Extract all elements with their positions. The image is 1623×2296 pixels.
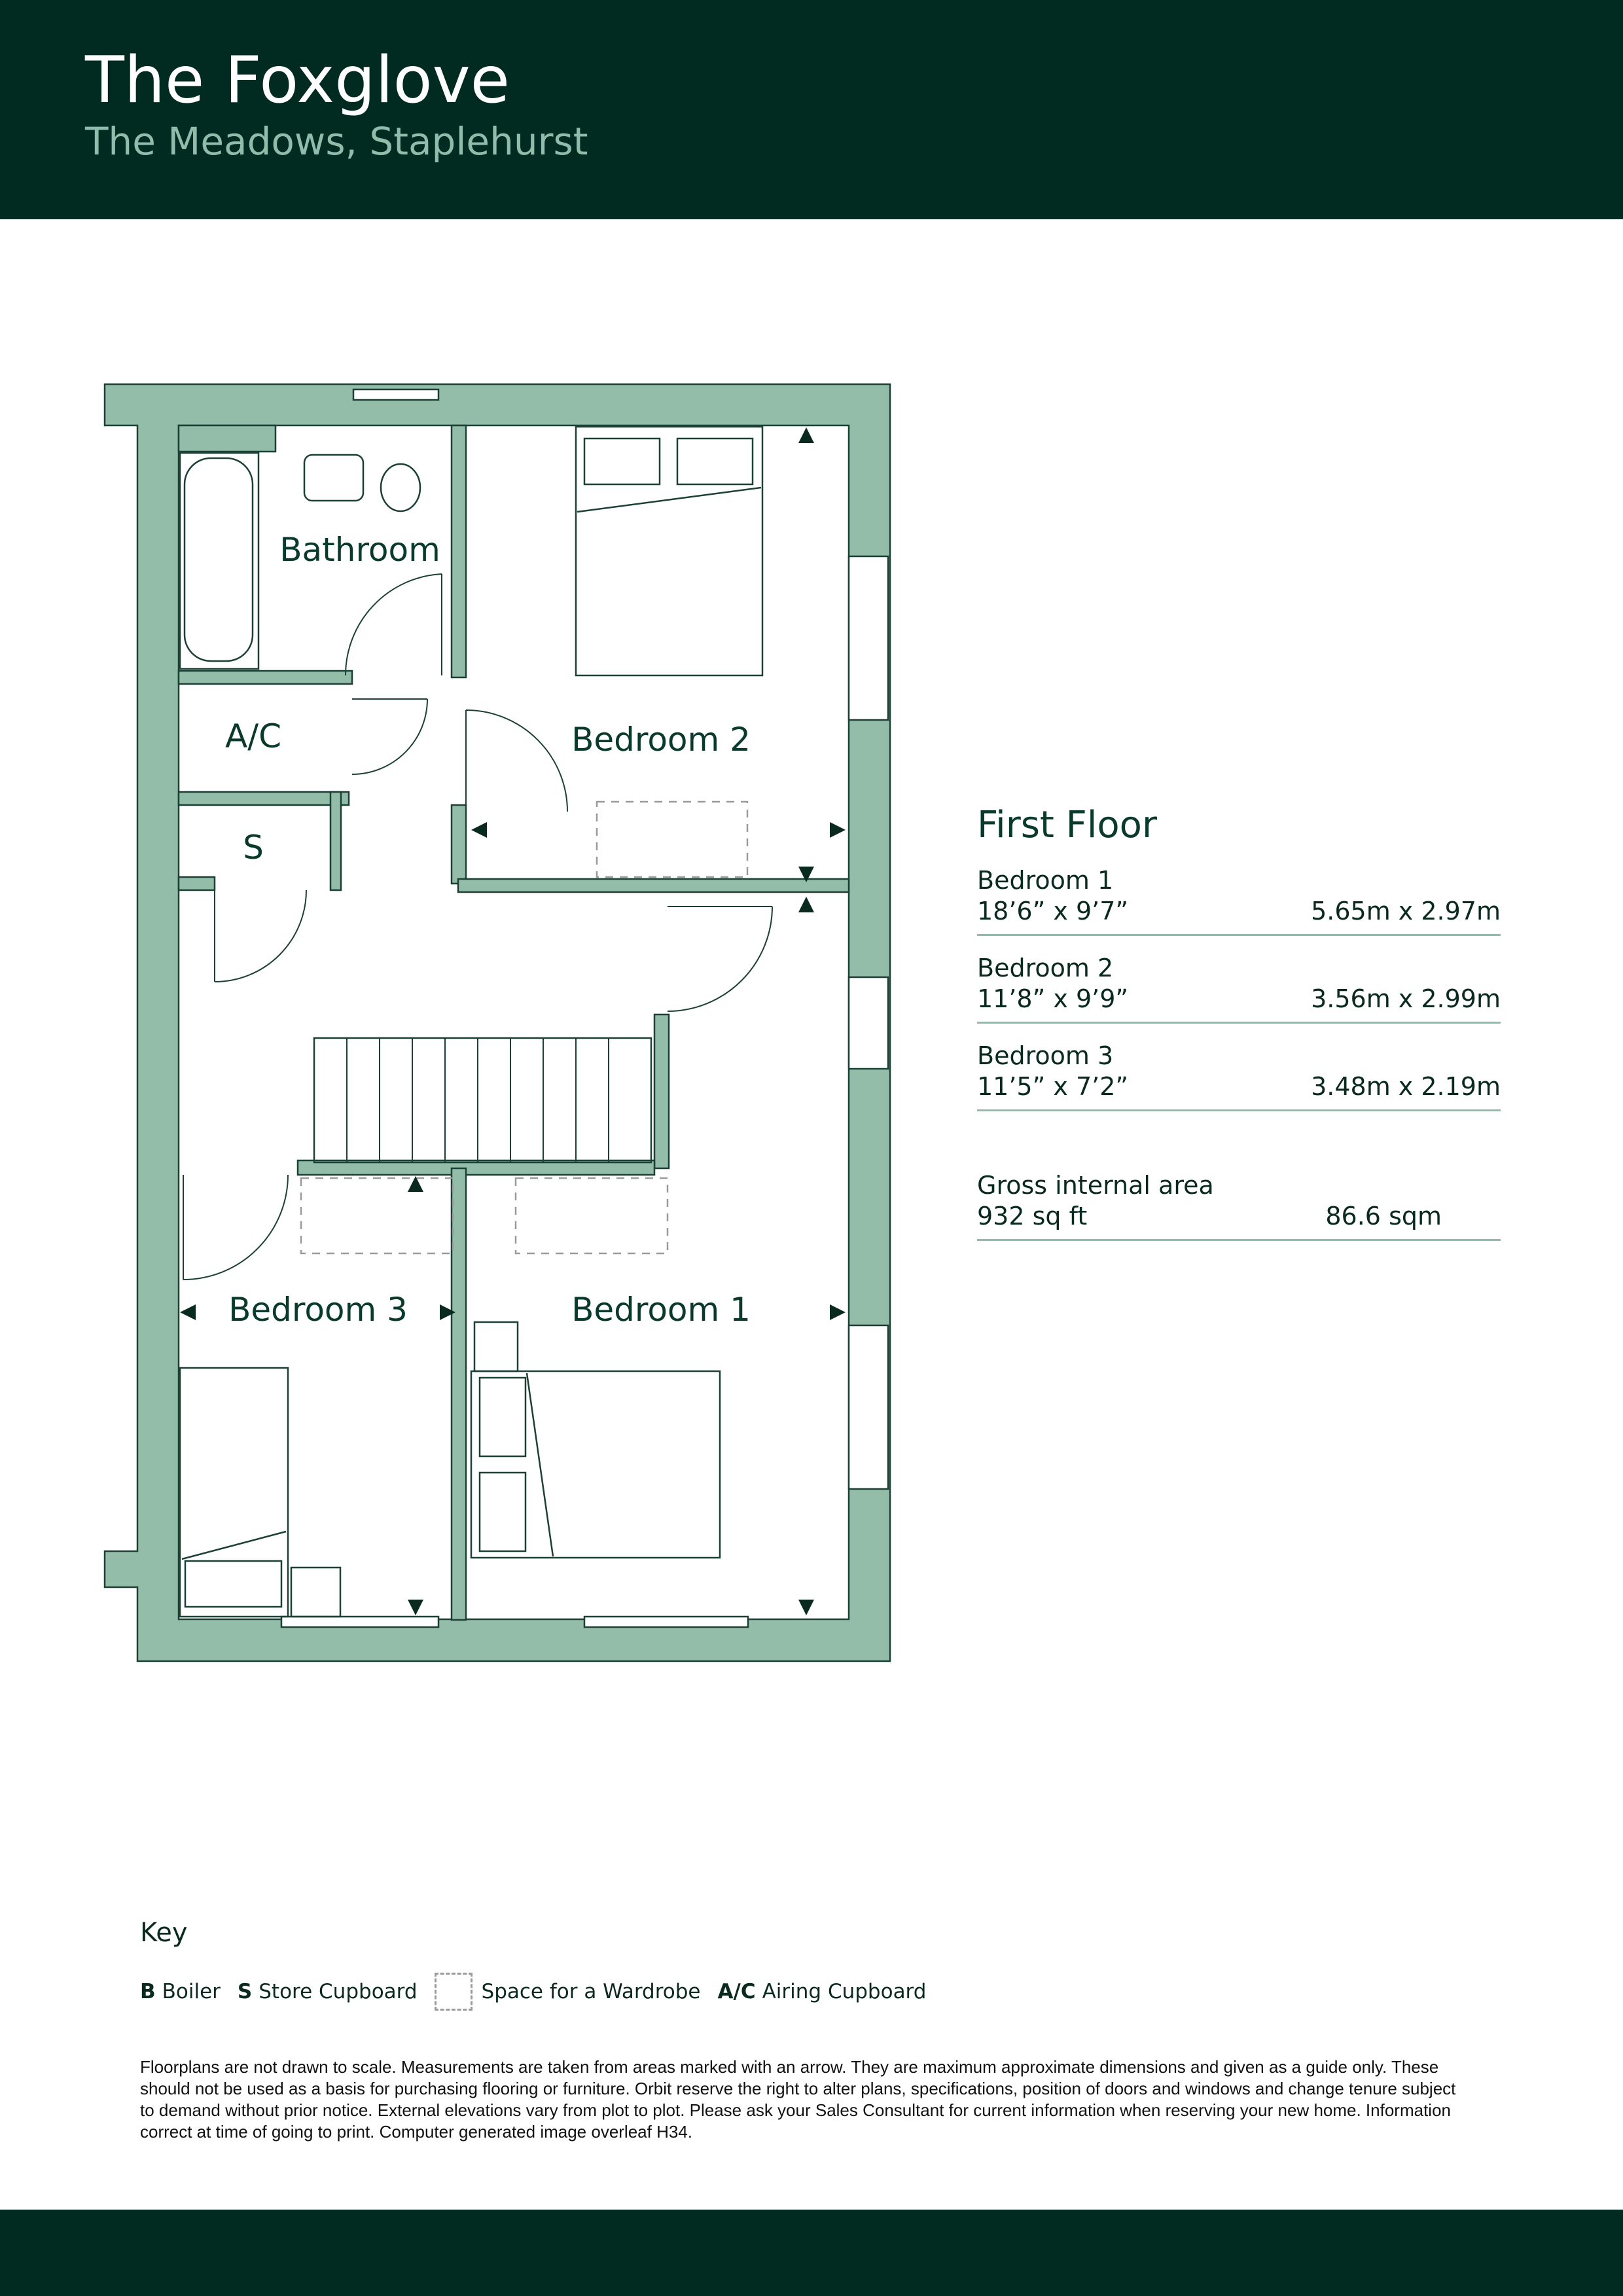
room-dimensions: 11’8” x 9’9” 3.56m x 2.99m — [977, 984, 1501, 1015]
key-legend: Key B Boiler S Store Cupboard Space for … — [140, 1918, 1318, 2011]
dimension-imperial: 11’8” x 9’9” — [977, 984, 1129, 1014]
room-dimension-row: Bedroom 3 11’5” x 7’2” 3.48m x 2.19m — [977, 1041, 1501, 1111]
key-item-boiler: B Boiler — [140, 1980, 221, 2003]
dimension-metric: 5.65m x 2.97m — [1311, 897, 1501, 926]
stair-treads — [346, 1038, 609, 1162]
gross-internal-area-row: Gross internal area 932 sq ft 86.6 sqm — [977, 1170, 1501, 1241]
room-label-bathroom: Bathroom — [279, 531, 440, 569]
key-items: B Boiler S Store Cupboard Space for a Wa… — [140, 1973, 1318, 2011]
key-label: Space for a Wardrobe — [481, 1980, 701, 2003]
room-dimensions: 11’5” x 7’2” 3.48m x 2.19m — [977, 1071, 1501, 1103]
key-label: Boiler — [162, 1980, 221, 2003]
pillow-top — [478, 1376, 527, 1458]
area-metric: 86.6 sqm — [1325, 1202, 1442, 1231]
room-label-bedroom-2: Bedroom 2 — [571, 721, 751, 759]
bedside-bedroom-3 — [290, 1566, 342, 1618]
page-title: The Foxglove — [85, 43, 510, 118]
key-item-wardrobe: Space for a Wardrobe — [434, 1973, 701, 2011]
room-dimensions: 18’6” x 9’7” 5.65m x 2.97m — [977, 896, 1501, 927]
key-item-airing-cupboard: A/C Airing Cupboard — [718, 1980, 927, 2003]
windows — [280, 388, 889, 1628]
room-label-store: S — [243, 829, 264, 867]
outer-walls — [103, 383, 891, 1662]
wardrobe-space-icon — [434, 1973, 473, 2011]
gross-internal-area-label: Gross internal area — [977, 1170, 1214, 1200]
pillow-bottom — [478, 1471, 527, 1552]
footer-banner — [0, 2210, 1623, 2296]
dimension-imperial: 11’5” x 7’2” — [977, 1072, 1129, 1102]
key-code: B — [140, 1980, 156, 2003]
bedside-bedroom-1 — [473, 1321, 519, 1372]
page-subtitle: The Meadows, Staplehurst — [85, 119, 588, 164]
bath — [179, 452, 260, 670]
gross-internal-area-values: 932 sq ft 86.6 sqm — [977, 1201, 1501, 1232]
room-labels: Bathroom A/C S Bedroom 2 Bedroom 3 Bedro… — [225, 531, 751, 1329]
bath-inner — [183, 457, 254, 662]
pillow-left — [583, 437, 661, 486]
bed-bedroom-3 — [179, 1367, 289, 1618]
header-banner: The Foxglove The Meadows, Staplehurst — [0, 0, 1623, 219]
room-label-bedroom-3: Bedroom 3 — [228, 1291, 408, 1329]
pillow-right — [676, 437, 754, 486]
room-name: Bedroom 2 — [977, 953, 1114, 982]
bed-bedroom-2 — [575, 425, 764, 677]
room-name: Bedroom 1 — [977, 865, 1114, 895]
doors — [183, 573, 773, 1280]
wardrobe-spaces — [300, 800, 749, 1255]
room-label-airing-cupboard: A/C — [225, 717, 281, 755]
room-label-bedroom-1: Bedroom 1 — [571, 1291, 751, 1329]
measurement-arrows — [180, 427, 846, 1615]
bed-bedroom-1 — [470, 1370, 721, 1559]
key-code: S — [237, 1980, 253, 2003]
dimension-metric: 3.56m x 2.99m — [1311, 984, 1501, 1014]
key-title: Key — [140, 1918, 188, 1948]
internal-walls — [177, 424, 850, 1621]
room-dimension-row: Bedroom 1 18’6” x 9’7” 5.65m x 2.97m — [977, 865, 1501, 936]
room-dimension-row: Bedroom 2 11’8” x 9’9” 3.56m x 2.99m — [977, 953, 1501, 1024]
room-name: Bedroom 3 — [977, 1041, 1114, 1070]
pillow-bedroom-3 — [184, 1560, 283, 1608]
dimension-metric: 3.48m x 2.19m — [1311, 1072, 1501, 1102]
toilet — [380, 463, 421, 512]
schedule-title: First Floor — [977, 804, 1157, 846]
key-code: A/C — [717, 1980, 756, 2003]
area-imperial: 932 sq ft — [977, 1202, 1088, 1231]
room-schedule: First Floor Bedroom 1 18’6” x 9’7” 5.65m… — [977, 805, 1501, 1258]
key-item-store: S Store Cupboard — [238, 1980, 418, 2003]
dimension-imperial: 18’6” x 9’7” — [977, 897, 1129, 926]
staircase — [313, 1037, 652, 1164]
fixtures — [179, 425, 764, 1618]
washbasin — [303, 454, 365, 502]
key-label: Store Cupboard — [259, 1980, 418, 2003]
key-label: Airing Cupboard — [762, 1980, 927, 2003]
disclaimer-text: Floorplans are not drawn to scale. Measu… — [140, 2057, 1456, 2142]
